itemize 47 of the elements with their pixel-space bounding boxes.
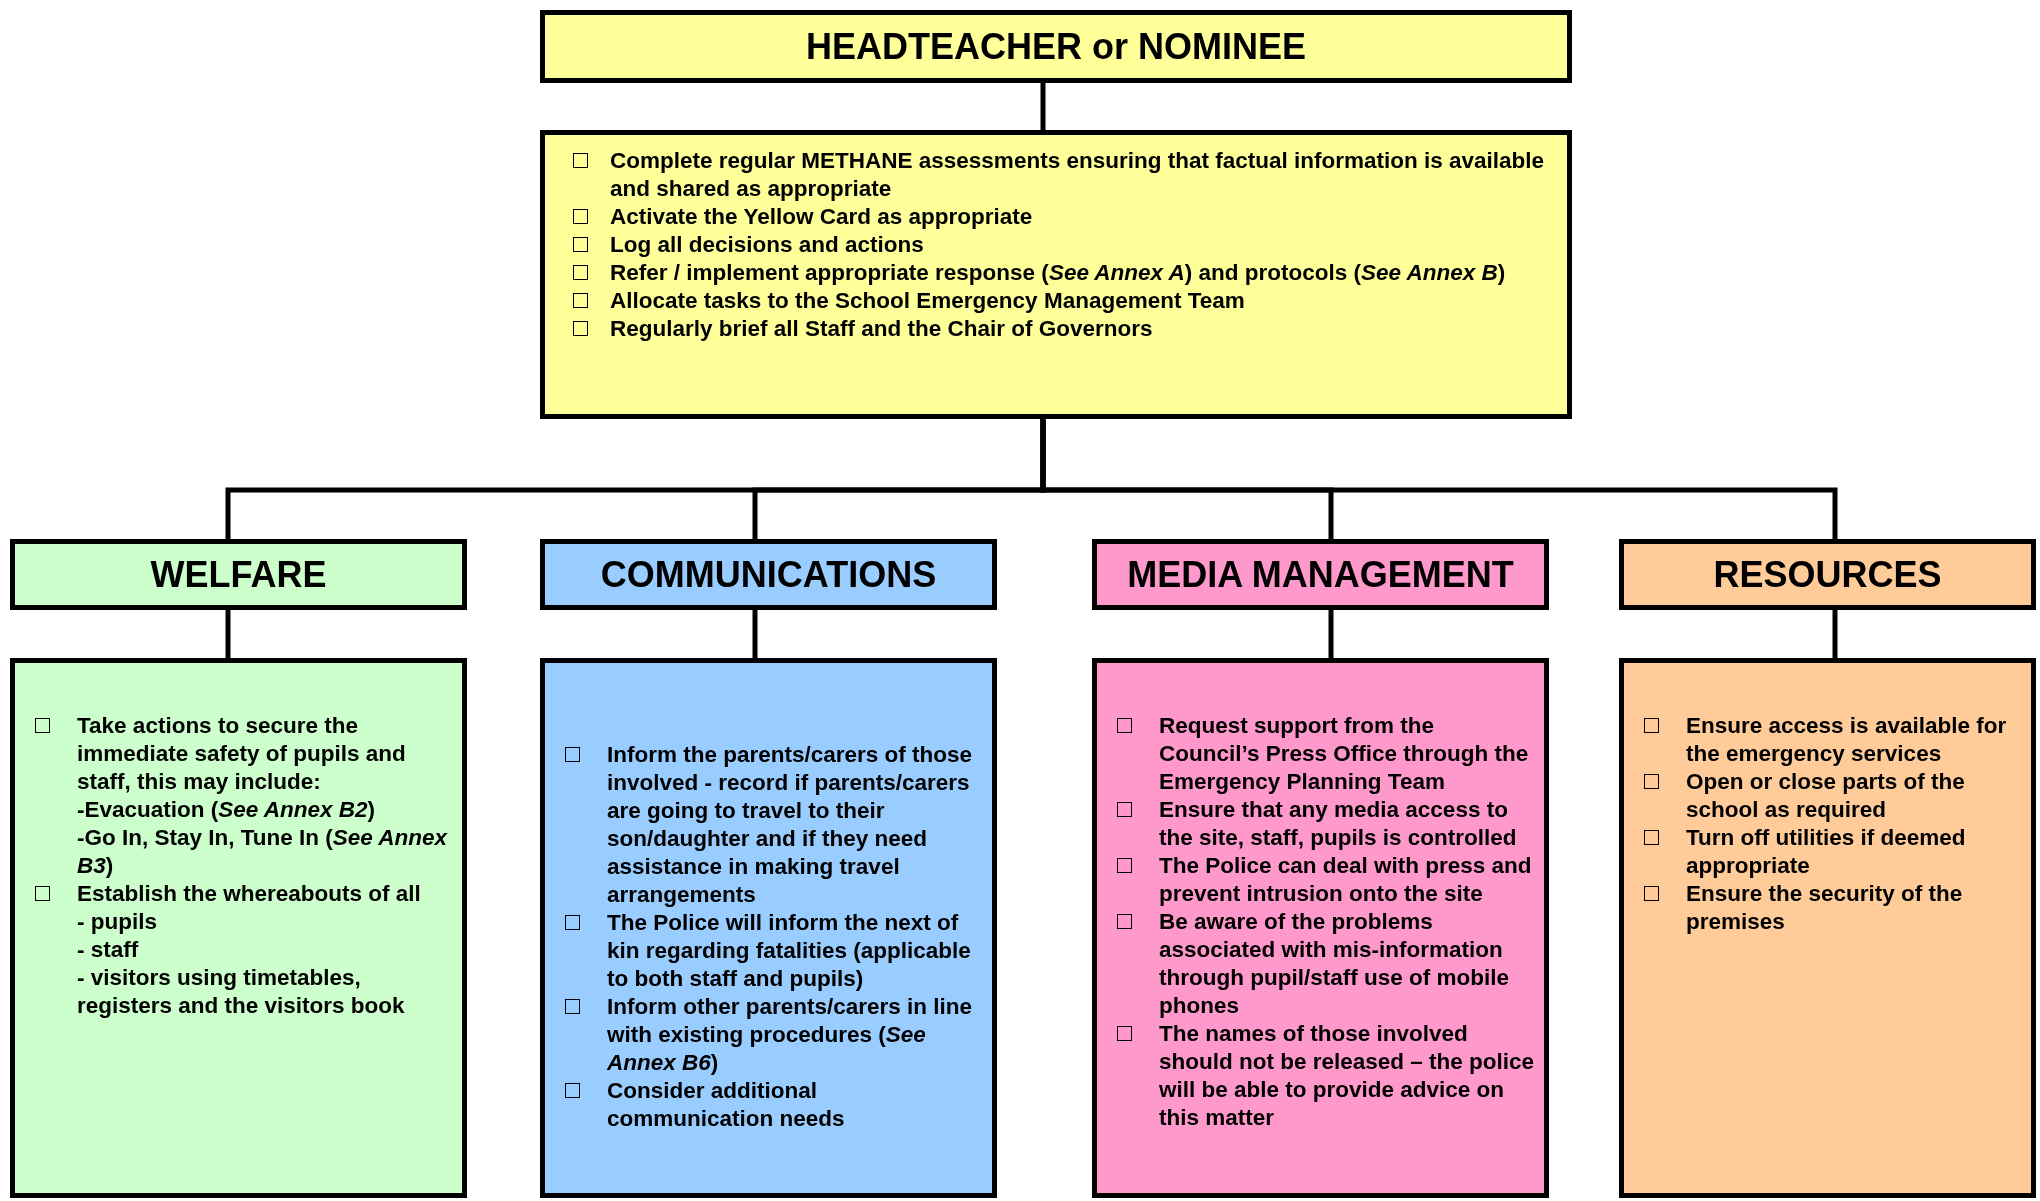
heading-box bbox=[1619, 539, 2036, 610]
task-text: Take actions to secure the immediate safety of pupils and staff, this may include: bbox=[77, 712, 407, 796]
task-text: Activate the Yellow Card as appropriate bbox=[610, 203, 1034, 231]
task-text: Ensure the security of the premises bbox=[1686, 880, 1964, 936]
task-text: Complete regular METHANE assessments ensuring that factual information is available and shared as appropriate bbox=[610, 147, 1545, 203]
task-list-box bbox=[10, 658, 467, 1198]
task-text: - staff bbox=[77, 936, 140, 964]
task-text: -Go In, Stay In, Tune In (See Annex B3) bbox=[77, 824, 449, 880]
task-text: Allocate tasks to the School Emergency Management Team bbox=[610, 287, 1246, 315]
task-text: Inform the parents/carers of those involved - record if parents/carers are going to travel to their son/daughter and if they need assistance in making travel arrangements bbox=[607, 741, 974, 909]
task-text: - pupils bbox=[77, 908, 158, 936]
task-text: Establish the whereabouts of all bbox=[77, 880, 422, 908]
heading-box bbox=[540, 539, 997, 610]
task-list-box bbox=[540, 658, 997, 1198]
task-text: The Police can deal with press and prevent intrusion onto the site bbox=[1159, 852, 1533, 908]
connector-line bbox=[1040, 83, 1046, 130]
task-list-box bbox=[540, 130, 1572, 419]
task-text: Inform other parents/carers in line with existing procedures (See Annex B6) bbox=[607, 993, 974, 1077]
task-text: Ensure access is available for the emergency services bbox=[1686, 712, 2008, 768]
heading-text: WELFARE bbox=[149, 553, 328, 596]
connector-line bbox=[1328, 610, 1334, 658]
task-text: Regularly brief all Staff and the Chair of Governors bbox=[610, 315, 1154, 343]
task-list-box bbox=[1092, 658, 1549, 1198]
task-text: Open or close parts of the school as required bbox=[1686, 768, 1966, 824]
task-text: Turn off utilities if deemed appropriate bbox=[1686, 824, 1967, 880]
task-text: Ensure that any media access to the site, staff, pupils is controlled bbox=[1159, 796, 1518, 852]
heading-text: MEDIA MANAGEMENT bbox=[1126, 553, 1515, 596]
connector-line bbox=[1832, 610, 1838, 658]
task-text: The Police will inform the next of kin regarding fatalities (applicable to both staff and pupils) bbox=[607, 909, 972, 993]
heading-box bbox=[1092, 539, 1549, 610]
task-list-box bbox=[1619, 658, 2036, 1198]
heading-text: COMMUNICATIONS bbox=[599, 553, 938, 596]
connector-line bbox=[1040, 419, 1838, 539]
task-text: Be aware of the problems associated with mis-information through pupil/staff use of mobile phones bbox=[1159, 908, 1510, 1020]
connector-line bbox=[225, 610, 231, 658]
task-text: Refer / implement appropriate response (See Annex A) and protocols (See Annex B) bbox=[610, 259, 1507, 287]
heading-text: HEADTEACHER or NOMINEE bbox=[805, 25, 1307, 68]
task-text: Request support from the Council’s Press Office through the Emergency Planning Team bbox=[1159, 712, 1530, 796]
heading-text: RESOURCES bbox=[1712, 553, 1943, 596]
heading-box bbox=[540, 10, 1572, 83]
task-text: - visitors using timetables, registers and the visitors book bbox=[77, 964, 406, 1020]
heading-box bbox=[10, 539, 467, 610]
task-text: -Evacuation (See Annex B2) bbox=[77, 796, 376, 824]
task-text: Log all decisions and actions bbox=[610, 231, 925, 259]
task-text: The names of those involved should not be released – the police will be able to provide advice on this matter bbox=[1159, 1020, 1536, 1132]
task-text: Consider additional communication needs bbox=[607, 1077, 846, 1133]
connector-line bbox=[752, 610, 758, 658]
